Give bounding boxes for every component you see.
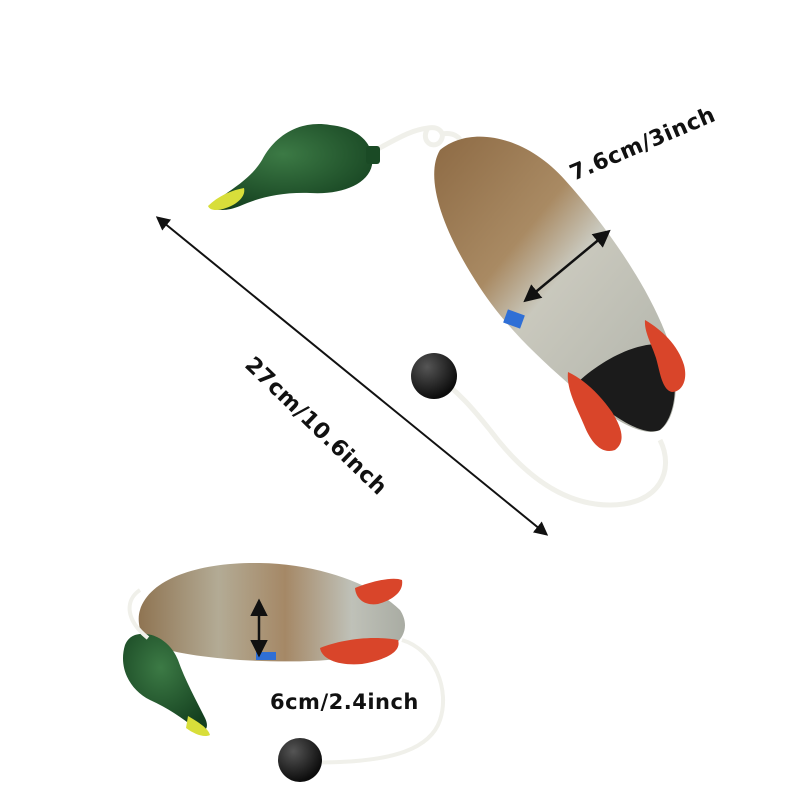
- rope-lower-duck-ball: [299, 638, 446, 765]
- duck-head-lower: [122, 633, 210, 737]
- duck-head-upper: [208, 124, 380, 211]
- duck-foot-lower-1: [355, 578, 403, 605]
- duck-body-upper: [434, 136, 676, 432]
- duck-foot-upper-2: [644, 320, 686, 392]
- rope-ball-upper: [411, 353, 457, 399]
- small-width-label: 6cm/2.4inch: [270, 690, 419, 714]
- rope-lower-duck: [127, 588, 150, 640]
- duck-foot-lower-2: [320, 637, 399, 665]
- width-arrow: [523, 229, 611, 303]
- rope-knot: [370, 125, 445, 155]
- length-arrow: [155, 216, 549, 536]
- rope-ball-lower: [278, 738, 322, 782]
- duck-foot-upper-1: [567, 372, 622, 451]
